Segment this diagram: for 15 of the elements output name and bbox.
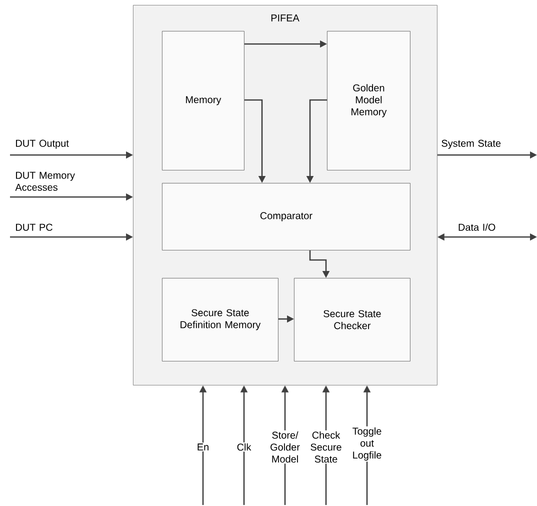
edge-label: DUT Memory Accesses [15, 172, 75, 191]
edge-label: Check Secure State [305, 430, 347, 464]
memory-box: Memory [162, 31, 244, 170]
edge-label: System State [442, 140, 501, 149]
edge-label: Store/ Golder Model [264, 430, 306, 464]
memory-box: Secure State Definition Memory [162, 278, 278, 362]
edge-label: En [192, 442, 214, 452]
edge-label: Toggle out Logfile [346, 426, 388, 462]
edge-label: Clk [233, 442, 255, 452]
comparator-box: Comparator [162, 183, 410, 250]
edge-label: Data I/O [458, 223, 496, 231]
edge-label: DUT PC [16, 224, 52, 231]
checker-box: Secure State Checker [294, 278, 410, 362]
edge-label: DUT Output [16, 140, 69, 149]
memory-box: Golden Model Memory [327, 31, 410, 170]
